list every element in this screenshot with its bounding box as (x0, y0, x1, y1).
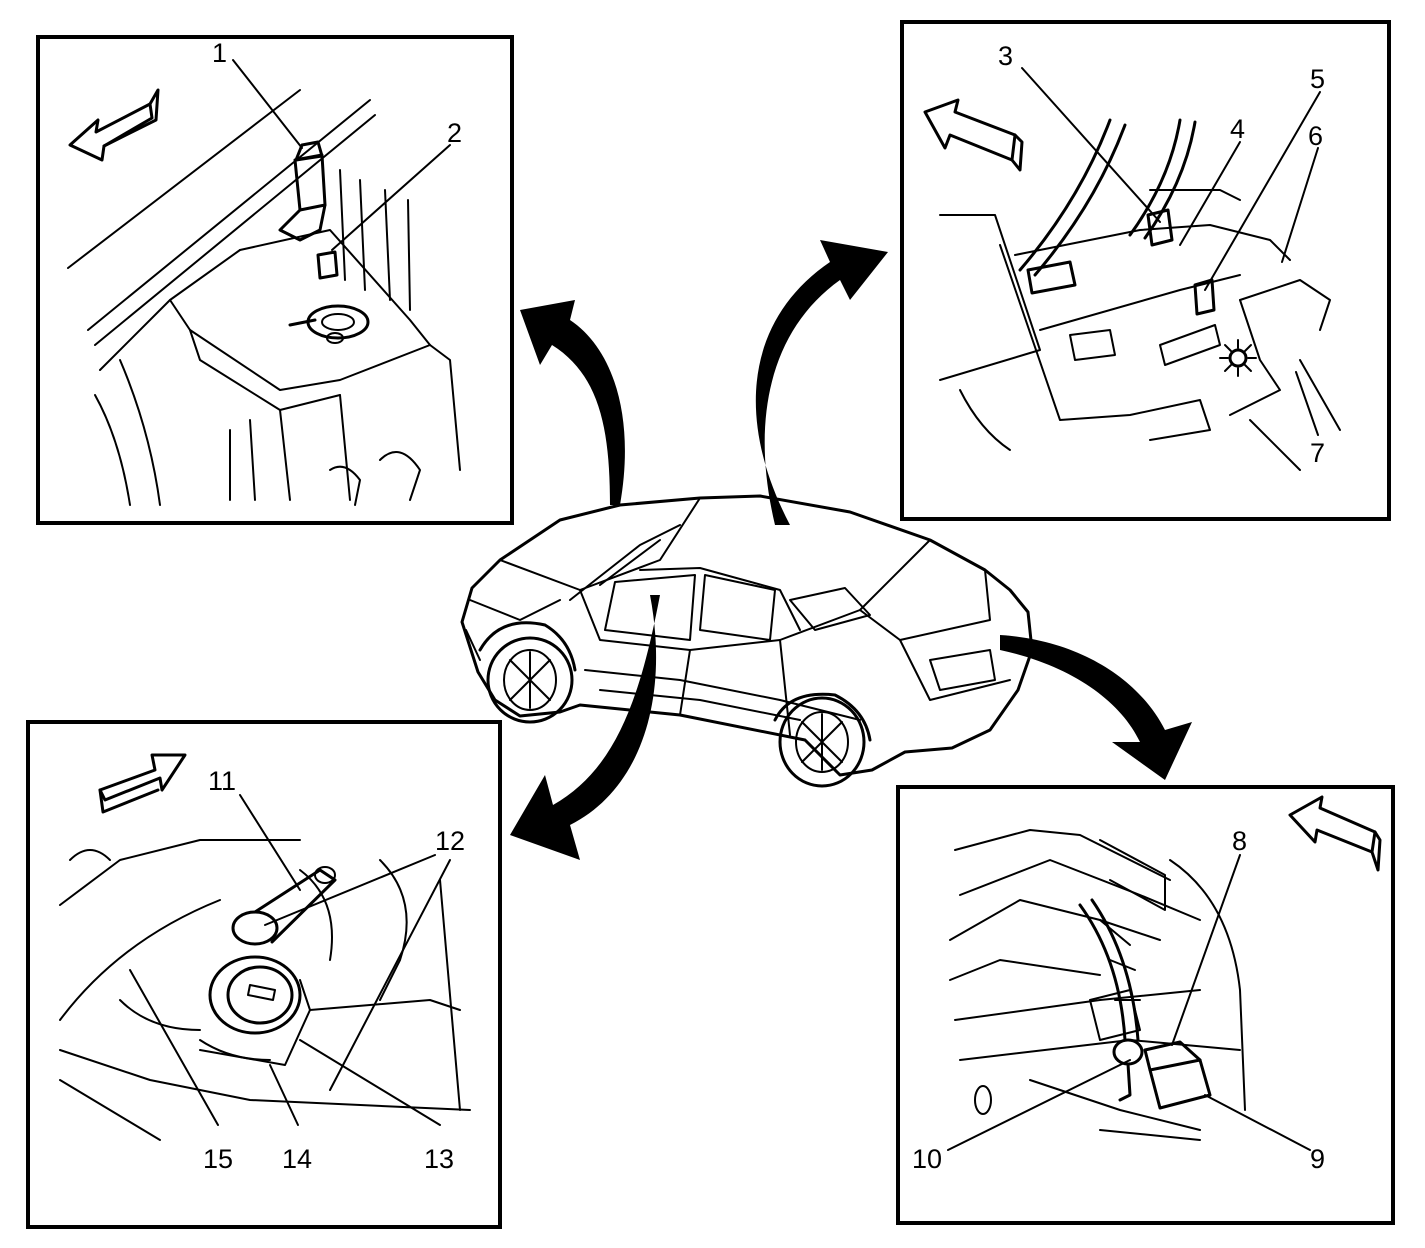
callout-9: 9 (1310, 1144, 1325, 1174)
leader-4 (1179, 141, 1241, 246)
leader-2 (331, 144, 451, 251)
callout-12: 12 (435, 826, 465, 856)
detail-rear-right: 8 9 10 (896, 785, 1395, 1225)
callout-10: 10 (912, 1144, 942, 1174)
arrow-to-front-left-detail (520, 300, 625, 505)
callout-15: 15 (203, 1144, 233, 1174)
forward-direction-arrow (68, 102, 154, 162)
leader-8 (1171, 854, 1241, 1046)
forward-direction-arrow (98, 753, 187, 802)
leader-14 (269, 1064, 299, 1126)
arrow-to-rear-left-detail (510, 595, 660, 860)
forward-direction-arrow (923, 98, 1017, 162)
vehicle-illustration (460, 494, 1034, 788)
callout-6: 6 (1308, 121, 1323, 151)
detail-front-right: 3 4 5 6 7 (900, 20, 1391, 521)
leader-15 (129, 969, 219, 1126)
leader-3 (1021, 67, 1161, 223)
callout-8: 8 (1232, 826, 1247, 856)
detail-rear-left: 11 12 13 14 15 (26, 720, 502, 1229)
callout-5: 5 (1310, 64, 1325, 94)
callout-11: 11 (208, 766, 236, 796)
forward-direction-arrow (1288, 795, 1377, 854)
leader-12b (329, 859, 451, 1091)
leader-11 (239, 794, 301, 891)
detail-front-left: 1 2 (36, 35, 514, 525)
leader-7 (1295, 371, 1319, 436)
leader-1 (232, 59, 303, 149)
callout-4: 4 (1230, 114, 1245, 144)
callout-2: 2 (447, 118, 462, 148)
leader-12a (264, 854, 436, 926)
callout-7: 7 (1310, 438, 1325, 468)
callout-13: 13 (424, 1144, 454, 1174)
leader-9 (1204, 1094, 1311, 1151)
callout-arrows (510, 240, 1192, 860)
arrow-to-rear-right-detail (1000, 635, 1192, 780)
callout-3: 3 (998, 41, 1013, 71)
leader-5 (1204, 91, 1321, 291)
arrow-to-front-right-detail (755, 240, 888, 525)
leader-13 (299, 1039, 441, 1126)
callout-1: 1 (212, 38, 227, 68)
leader-10 (947, 1059, 1131, 1151)
callout-14: 14 (282, 1144, 312, 1174)
leader-6 (1281, 147, 1319, 263)
